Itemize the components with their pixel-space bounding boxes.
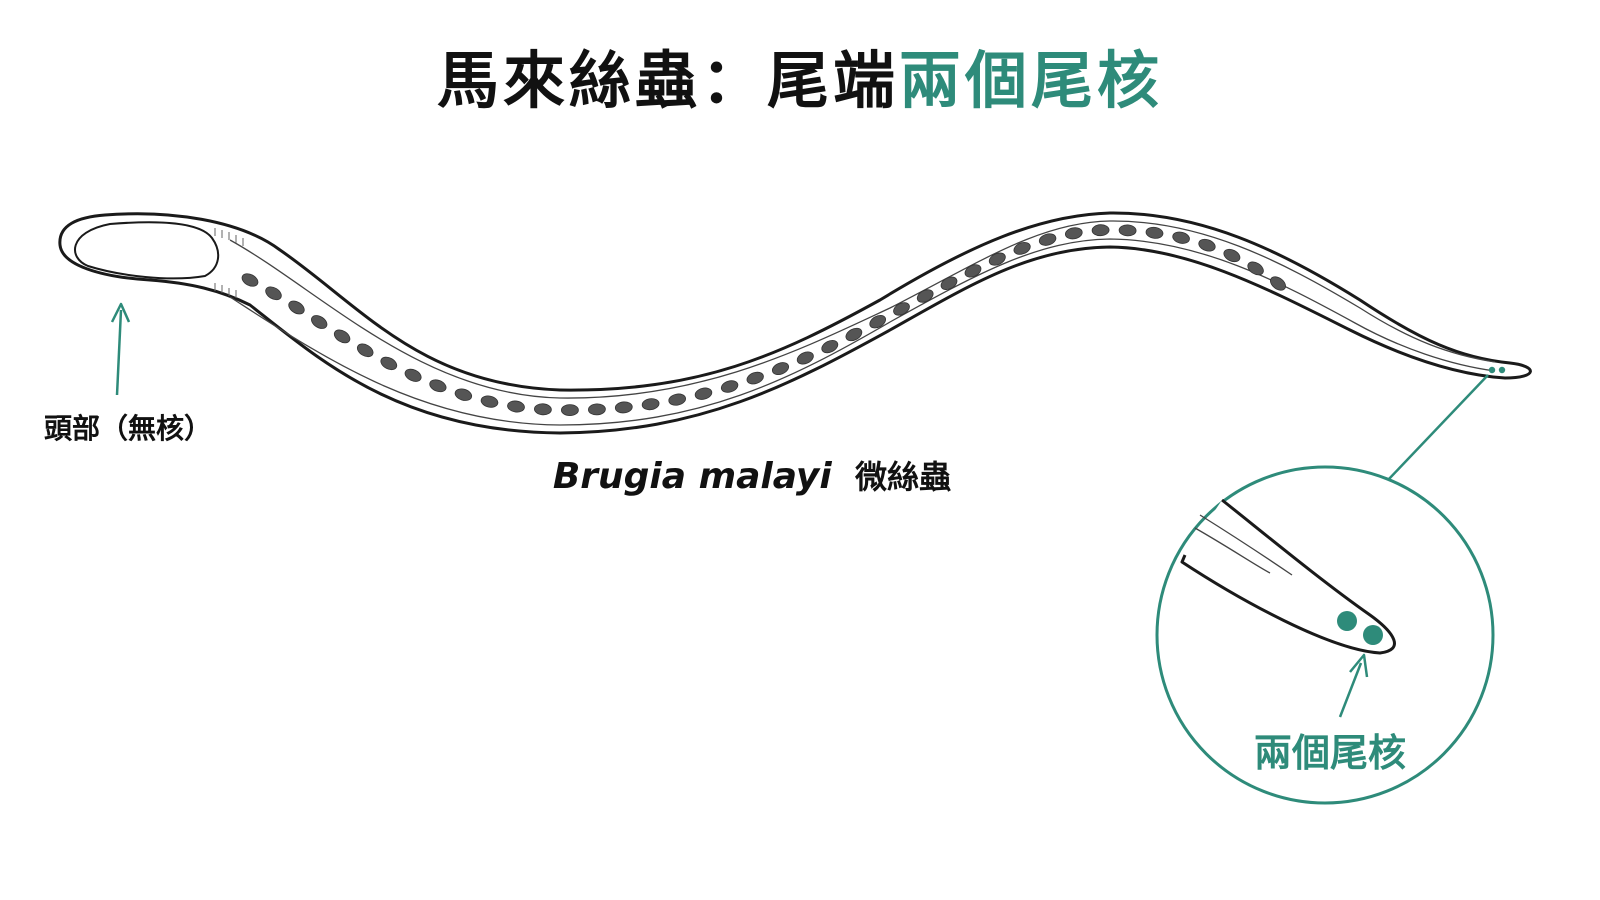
tail-arrow-line [1338, 662, 1363, 718]
body-nucleus [356, 343, 374, 358]
body-nucleus [821, 340, 839, 354]
body-nucleus [265, 286, 282, 301]
body-nucleus [869, 314, 887, 329]
body-nucleus [746, 371, 764, 385]
tail-nucleus-small-1 [1488, 366, 1496, 374]
body-nucleus [845, 327, 863, 342]
body-nucleus [796, 351, 814, 365]
body-nucleus [333, 329, 351, 344]
title-highlight: 兩個尾核 [899, 44, 1164, 117]
body-nucleus [940, 276, 958, 290]
page-title: 馬來絲蟲：尾端兩個尾核 [0, 30, 1600, 120]
body-nucleus [720, 380, 739, 393]
tail-nucleus-2 [1363, 625, 1383, 645]
body-nucleus [561, 404, 579, 417]
body-nuclei [241, 224, 1286, 417]
body-nucleus [534, 403, 552, 416]
body-nucleus [429, 379, 447, 393]
zoom-connector-line [1387, 374, 1489, 481]
body-nucleus [507, 400, 525, 413]
body-nucleus [480, 395, 499, 408]
body-nucleus [311, 315, 328, 329]
body-nucleus [1013, 242, 1031, 255]
body-nucleus [1091, 224, 1110, 237]
body-nucleus [1198, 238, 1216, 252]
magnified-tail-inner-line-1 [1199, 514, 1293, 576]
head-capsule [74, 221, 220, 280]
head-arrow-tip [110, 302, 131, 323]
tail-nucleus-small-2 [1498, 366, 1506, 374]
body-nucleus [1172, 231, 1190, 244]
species-chinese-name: 微絲蟲 [854, 458, 951, 496]
tail-nuclei-label: 兩個尾核 [1254, 731, 1406, 775]
body-nucleus [1118, 224, 1137, 237]
body-nucleus [454, 388, 473, 401]
body-nucleus [1064, 227, 1083, 240]
worm-inner-line-lower [229, 238, 1496, 426]
body-nucleus [404, 368, 422, 382]
body-nucleus [1145, 226, 1164, 239]
body-nucleus [380, 356, 398, 371]
head-label: 頭部（無核） [44, 412, 212, 445]
magnified-tail-inner-line-2 [1194, 527, 1271, 574]
body-nucleus [614, 401, 633, 414]
tail-arrow-tip [1349, 653, 1369, 678]
body-nucleus [694, 387, 713, 400]
species-label: Brugia malayi 微絲蟲 [553, 456, 951, 497]
body-nucleus [588, 403, 606, 416]
body-nucleus [916, 289, 934, 303]
body-nucleus [771, 362, 790, 376]
body-nucleus [241, 273, 259, 287]
body-nucleus [893, 302, 910, 316]
body-nucleus [1247, 261, 1264, 276]
head-arrow-line [115, 309, 123, 396]
body-nucleus [641, 398, 660, 411]
species-latin-name: Brugia malayi [553, 456, 833, 497]
title-main: 馬來絲蟲：尾端 [436, 44, 899, 117]
body-nucleus [668, 393, 687, 406]
body-nucleus [1223, 248, 1241, 263]
body-nucleus [1038, 233, 1057, 246]
head-striations [214, 228, 244, 298]
tail-nucleus-1 [1337, 611, 1357, 631]
body-nucleus [988, 252, 1006, 266]
worm-body-outline [58, 211, 1532, 435]
body-nucleus [964, 264, 982, 278]
body-nucleus [1270, 276, 1286, 291]
body-nucleus [288, 300, 305, 315]
